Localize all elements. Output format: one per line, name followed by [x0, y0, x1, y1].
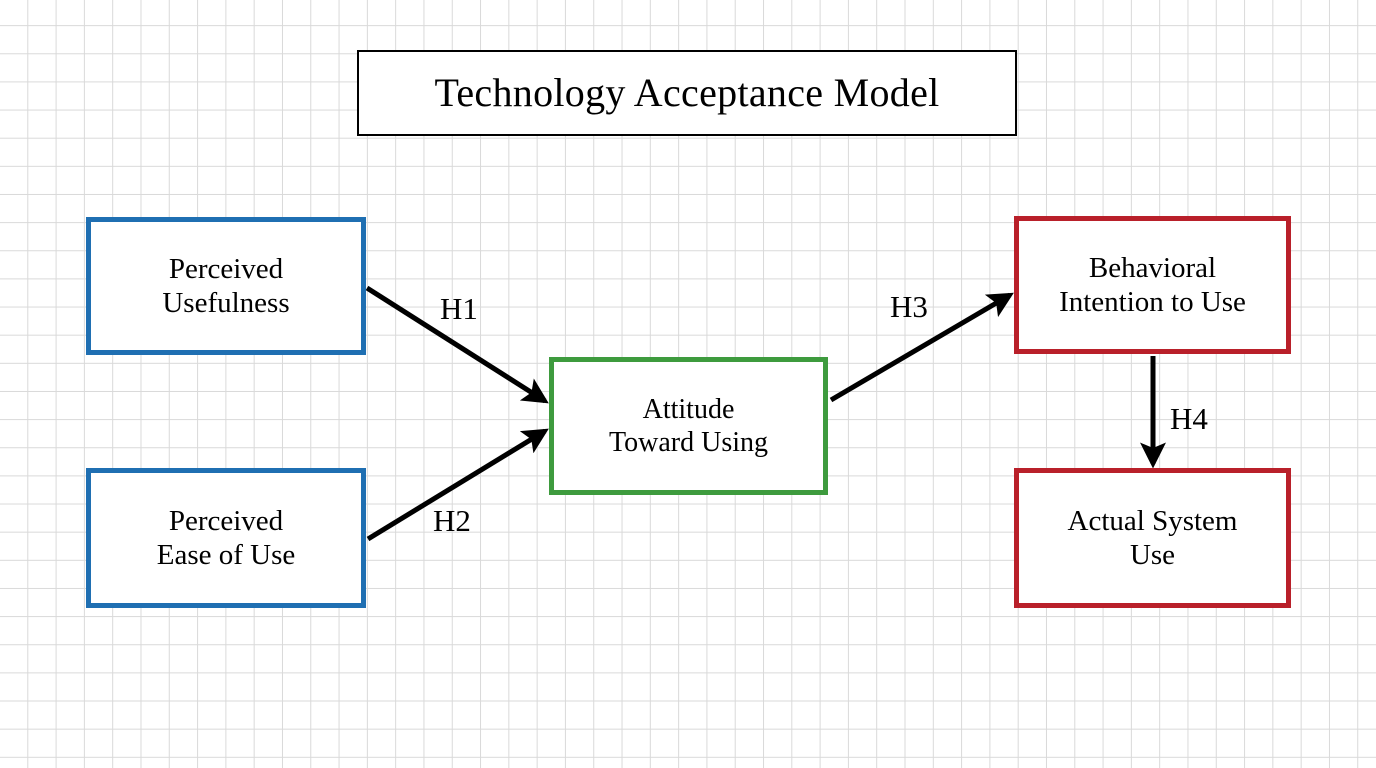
diagram-title-box: Technology Acceptance Model	[357, 50, 1017, 136]
node-perceived-usefulness[interactable]: Perceived Usefulness	[86, 217, 366, 355]
page-title: Technology Acceptance Model	[434, 70, 940, 116]
node-label: Attitude Toward Using	[608, 393, 769, 458]
node-attitude-toward-using[interactable]: Attitude Toward Using	[549, 357, 828, 495]
node-label: Actual System Use	[1067, 504, 1238, 571]
node-label: Perceived Ease of Use	[156, 504, 296, 571]
edge-label-h1: H1	[440, 291, 478, 326]
edge-label-h3: H3	[890, 289, 928, 324]
node-behavioral-intention-to-use[interactable]: Behavioral Intention to Use	[1014, 216, 1291, 354]
node-label: Perceived Usefulness	[162, 252, 290, 319]
node-label: Behavioral Intention to Use	[1059, 251, 1246, 318]
node-actual-system-use[interactable]: Actual System Use	[1014, 468, 1291, 608]
edge-label-h4: H4	[1170, 401, 1208, 436]
node-perceived-ease-of-use[interactable]: Perceived Ease of Use	[86, 468, 366, 608]
edge-label-h2: H2	[433, 503, 471, 538]
